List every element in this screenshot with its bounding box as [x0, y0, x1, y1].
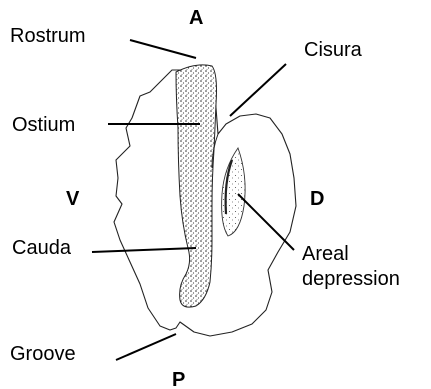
anterior-label: A: [189, 7, 203, 29]
cauda-label: Cauda: [12, 237, 72, 259]
ostium-label: Ostium: [12, 114, 75, 136]
groove-leader: [116, 334, 176, 360]
rostrum-label: Rostrum: [10, 25, 86, 47]
groove-label: Groove: [10, 343, 76, 365]
cisura-leader: [230, 64, 286, 116]
ventral-label: V: [66, 188, 80, 210]
dorsal-label: D: [310, 188, 324, 210]
cisura-label: Cisura: [304, 39, 363, 61]
areal-depression-label-line2: depression: [302, 268, 400, 290]
rostrum-leader: [130, 40, 196, 58]
areal-depression-label-line1: Areal: [302, 243, 349, 265]
posterior-label: P: [172, 369, 185, 389]
